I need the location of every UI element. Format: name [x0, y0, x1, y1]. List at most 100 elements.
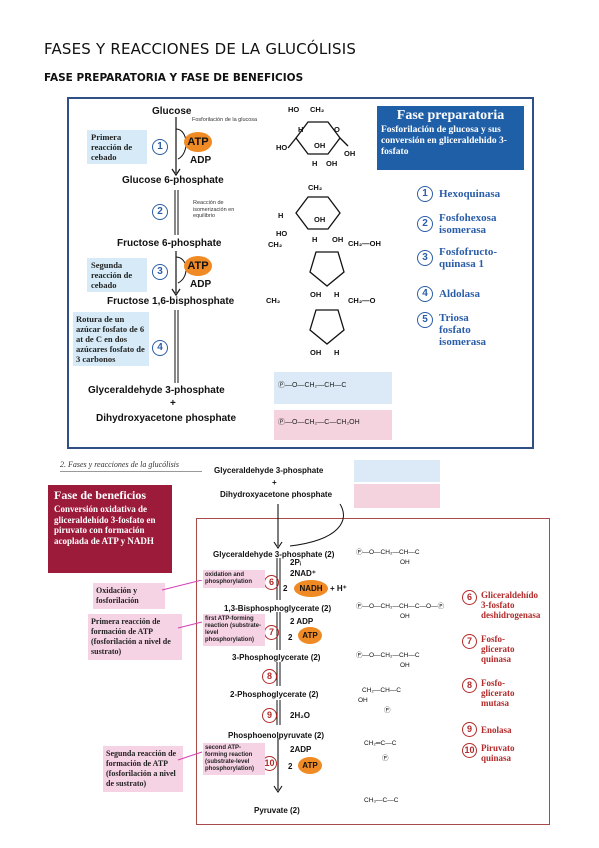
step-6-icon: 6 [264, 575, 279, 590]
label-second-priming: Segunda reacción de cebado [87, 258, 147, 292]
svg-text:H: H [278, 211, 283, 220]
atp-badge-4: ATP [298, 757, 322, 774]
payoff-compound-pep: Phosphoenolpyruvate (2) [228, 731, 325, 740]
step-6-enzyme-icon: 6 [462, 590, 477, 605]
preparatory-header-text: Fosforilación de glucosa y sus conversió… [381, 125, 507, 157]
page-subtitle: FASE PREPARATORIA Y FASE DE BENEFICIOS [44, 72, 304, 84]
page-title: FASES Y REACCIONES DE LA GLUCÓLISIS [44, 40, 357, 58]
enzyme-pyruvate-kinase: Piruvato quinasa [481, 743, 515, 763]
enzyme-phosphoglycerate-kinase: Fosfo-glicerato quinasa [481, 634, 515, 664]
enzyme-item-8: 8 Fosfo-glicerato mutasa [462, 678, 552, 708]
svg-text:OH: OH [400, 613, 410, 620]
svg-text:OH: OH [314, 215, 325, 224]
svg-text:H: H [312, 159, 317, 168]
preparatory-header-title: Fase preparatoria [396, 108, 505, 123]
enzyme-phosphoglycerate-mutase: Fosfo-glicerato mutasa [481, 678, 515, 708]
cofactor-adp-1: 2 ADP [290, 617, 314, 626]
side-label-second-atp: Segunda reacción de formación de ATP (fo… [103, 746, 183, 792]
step-3-icon: 3 [152, 264, 168, 280]
enzyme-aldolase: Aldolasa [439, 288, 480, 300]
svg-text:OH: OH [332, 235, 343, 244]
note-isomerization: Reacción de isomerización en equilibrio [193, 200, 235, 219]
label-first-priming: Primera reacción de cebado [87, 130, 147, 164]
payoff-header-text: Conversión oxidativa de gliceraldehído 3… [54, 504, 156, 546]
svg-text:HO: HO [288, 105, 299, 114]
payoff-header: Fase de beneficios Conversión oxidativa … [48, 485, 172, 573]
step-2-icon: 2 [152, 204, 168, 220]
svg-text:H: H [334, 348, 339, 357]
payoff-phase-figure [196, 518, 550, 825]
cofactor-adp-2: 2ADP [290, 745, 312, 754]
note-phosphorylation: Fosforilación de la glucosa [192, 117, 258, 123]
enzyme-tpi: Triosa fosfato isomerasa [439, 312, 487, 348]
svg-text:Ⓟ—O—CH₂—CH—C: Ⓟ—O—CH₂—CH—C [356, 651, 420, 659]
payoff-compound-3pg: 3-Phosphoglycerate (2) [232, 653, 321, 662]
svg-text:OH: OH [400, 559, 410, 566]
step-3-enzyme-icon: 3 [417, 250, 433, 266]
nadh-badge: NADH [294, 580, 328, 597]
svg-text:CH₂: CH₂ [308, 183, 322, 192]
g3p-formula: Ⓟ—O—CH₂—CH—C [278, 382, 347, 389]
svg-text:CH₂═C—C: CH₂═C—C [364, 740, 397, 747]
payoff-top-g3p: Glyceraldehyde 3-phosphate [214, 466, 324, 475]
payoff-compound-g3p: Glyceraldehyde 3-phosphate (2) [213, 550, 335, 559]
svg-text:Ⓟ: Ⓟ [384, 706, 391, 714]
svg-text:Ⓟ—O—CH₂—CH—C—O—Ⓟ: Ⓟ—O—CH₂—CH—C—O—Ⓟ [356, 602, 445, 610]
payoff-dhap-box [354, 484, 440, 508]
payoff-compound-13bpg: 1,3-Bisphosphoglycerate (2) [224, 604, 332, 613]
preparatory-header: Fase preparatoria Fosforilación de gluco… [377, 106, 524, 170]
inner-label-first-atp: first ATP-forming reaction (substrate-le… [203, 614, 265, 646]
compound-fructose-6-phosphate: Fructose 6-phosphate [117, 238, 222, 249]
payoff-arrows [273, 503, 344, 793]
atp-badge-3: ATP [298, 627, 322, 644]
enzyme-item-2: 2 Fosfohexosa isomerasa [417, 212, 527, 236]
enzyme-item-6: 6 Gliceraldehído 3-fosfato deshidrogenas… [462, 590, 552, 620]
step-8-enzyme-icon: 8 [462, 678, 477, 693]
payoff-top-dhap: Dihydroxyacetone phosphate [220, 490, 333, 499]
inner-label-oxidation: oxidation and phosphorylation [203, 570, 265, 588]
enzyme-item-5: 5 Triosa fosfato isomerasa [417, 312, 527, 348]
adp-label-2: ADP [190, 279, 212, 290]
side-label-oxidation: Oxidación y fosforilación [93, 583, 165, 609]
caption-rule [60, 471, 202, 472]
step-9-enzyme-icon: 9 [462, 722, 477, 737]
enzyme-list-preparatory: 1 Hexoquinasa 2 Fosfohexosa isomerasa 3 … [417, 186, 527, 348]
enzyme-phosphohexose-isomerase: Fosfohexosa isomerasa [439, 212, 497, 236]
step-4-enzyme-icon: 4 [417, 286, 433, 302]
enzyme-list-payoff: 6 Gliceraldehído 3-fosfato deshidrogenas… [462, 590, 552, 763]
step-2-enzyme-icon: 2 [417, 216, 433, 232]
cofactor-h: + H⁺ [330, 584, 347, 593]
cofactor-two-1: 2 [283, 584, 288, 593]
magenta-connectors [161, 580, 203, 761]
svg-text:OH: OH [344, 149, 355, 158]
svg-text:O: O [334, 125, 340, 134]
enzyme-item-10: 10 Piruvato quinasa [462, 743, 552, 763]
cofactor-two-2: 2 [288, 633, 293, 642]
svg-text:H: H [312, 235, 317, 244]
svg-text:Ⓟ—O—CH₂—CH—C: Ⓟ—O—CH₂—CH—C [356, 548, 420, 556]
inner-label-second-atp: second ATP-forming reaction (substrate-l… [203, 743, 265, 775]
dhap-formula: Ⓟ—O—CH₂—C—CH₂OH [278, 419, 360, 426]
svg-text:CH₂—OH: CH₂—OH [348, 239, 381, 248]
enzyme-item-9: 9 Enolasa [462, 722, 552, 737]
svg-text:CH₃—C—C: CH₃—C—C [364, 797, 399, 804]
g3p-formula-box: Ⓟ—O—CH₂—CH—C [274, 372, 392, 404]
step-4-icon: 4 [152, 340, 168, 356]
svg-text:OH: OH [326, 159, 337, 168]
svg-text:OH: OH [310, 348, 321, 357]
step-9-icon: 9 [262, 708, 277, 723]
payoff-structures: Ⓟ—O—CH₂—CH—C OH Ⓟ—O—CH₂—CH—C—O—Ⓟ OH Ⓟ—O—… [356, 548, 445, 804]
enzyme-item-3: 3 Fosfofructo-quinasa 1 [417, 246, 527, 270]
compound-fructose-bisphosphate: Fructose 1,6-bisphosphate [107, 296, 235, 307]
payoff-g3p-box [354, 460, 440, 482]
payoff-header-title: Fase de beneficios [54, 488, 146, 502]
payoff-top-plus: + [272, 478, 277, 487]
svg-text:H: H [334, 290, 339, 299]
step-5-enzyme-icon: 5 [417, 312, 433, 328]
svg-text:CH₂: CH₂ [310, 105, 324, 114]
svg-text:OH: OH [358, 697, 368, 704]
adp-label-1: ADP [190, 155, 212, 166]
svg-text:HO: HO [276, 229, 287, 238]
cofactor-h2o: 2H₂O [290, 711, 311, 720]
